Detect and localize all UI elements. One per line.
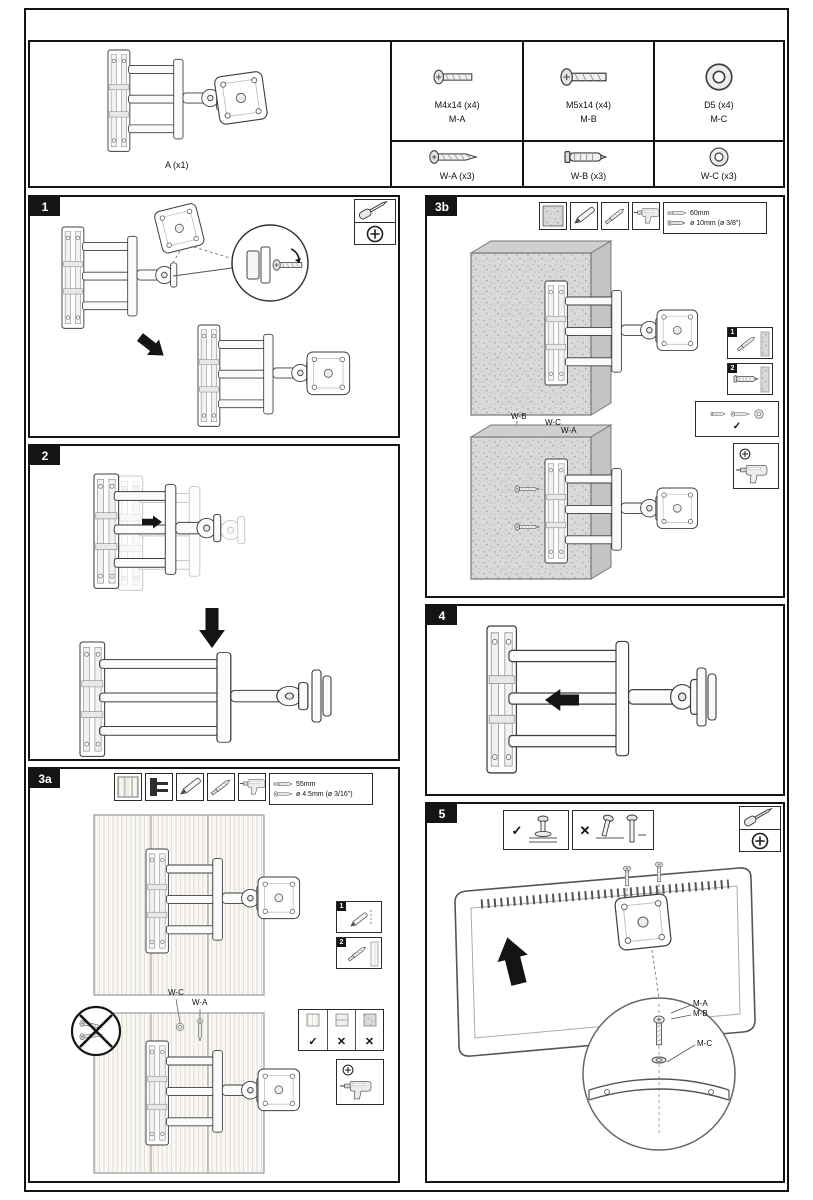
part-a-cell: A (x1) xyxy=(30,42,392,186)
step3b-panel: 3b 60mm ø 10mm (ø 3/8") 1 xyxy=(425,195,785,598)
step5-panel: 5 ✓ ✕ xyxy=(425,802,785,1183)
screwdriver-icon xyxy=(357,200,389,221)
step2-number: 2 xyxy=(30,446,60,465)
step3b-substep-1: 1 xyxy=(727,327,773,359)
step2-panel: 2 xyxy=(28,444,400,761)
step1-number: 1 xyxy=(30,197,60,216)
step1-panel: 1 xyxy=(28,195,400,438)
part-ma-code: M-A xyxy=(448,114,466,124)
check-ok: ✓ xyxy=(308,1036,318,1048)
label-wb: W-B xyxy=(511,412,527,421)
step3a-substep-2: 2 xyxy=(336,937,382,969)
wrong-screw-box: ✕ xyxy=(572,810,654,850)
drill-bit-label: ø 4.5mm (ø 3/16") xyxy=(296,790,353,798)
drill-icon xyxy=(238,773,266,801)
step2-illustration xyxy=(79,473,332,757)
step3a-panel: 3a 55mm ø 4.5mm (ø 3/16") xyxy=(28,767,400,1183)
part-wb-code: W-B (x3) xyxy=(570,171,607,182)
wood-screw-icon xyxy=(429,150,477,164)
screw-m4-icon xyxy=(433,69,473,85)
part-ma-size: M4x14 (x4) xyxy=(434,100,480,111)
concrete-wall-icon xyxy=(539,202,567,230)
drill-bit-icon xyxy=(601,202,629,230)
parts-overview-box: A (x1) M4x14 (x4) M-A M5x14 (x4) M-B xyxy=(28,40,785,188)
label-mc: M-C xyxy=(697,1039,713,1048)
step4-panel: 4 xyxy=(425,604,785,796)
step3a-substep-1: 1 xyxy=(336,901,382,933)
drill-bit-label: ø 10mm (ø 3/8") xyxy=(690,219,741,227)
phillips-head-icon xyxy=(751,832,769,849)
label-wa: W-A xyxy=(561,426,577,435)
step3b-substep-2: 2 xyxy=(727,363,773,395)
ok-mark: ✓ xyxy=(511,822,523,838)
part-mc-size: D5 (x4) xyxy=(704,100,734,111)
wood-studs-icon xyxy=(114,773,142,801)
part-wa-code: W-A (x3) xyxy=(439,171,475,182)
step4-number: 4 xyxy=(427,606,457,625)
mount-assembly-drawing xyxy=(107,49,269,152)
drill-depth-label: 55mm xyxy=(296,780,316,788)
part-cell-wb: W-B (x3) xyxy=(522,140,653,186)
step3a-wall-check-table: ✓ ✕ ✕ xyxy=(298,1009,384,1051)
drill-depth-label: 60mm xyxy=(690,209,710,217)
drill-bit-icon xyxy=(207,773,235,801)
part-mb-size: M5x14 (x4) xyxy=(565,100,611,111)
part-mc-code: M-C xyxy=(710,114,728,124)
pencil-icon xyxy=(570,202,598,230)
bracket-on-wall-icon xyxy=(145,773,173,801)
check-no-1: ✕ xyxy=(336,1036,347,1048)
label-wc: W-C xyxy=(545,418,561,427)
step4-illustration xyxy=(486,625,717,774)
screwdriver-icon xyxy=(742,807,774,828)
part-cell-mc: D5 (x4) M-C xyxy=(652,42,783,140)
step5-tool-box xyxy=(739,806,781,852)
step3a-illustration xyxy=(70,814,301,1174)
step1-tool-box xyxy=(354,199,396,245)
page-border xyxy=(24,8,789,1192)
step3b-anchor-check-box: ✓ xyxy=(695,401,779,437)
label-wa: W-A xyxy=(192,998,208,1007)
step3b-drill-box xyxy=(733,443,779,489)
drill-spec-box: 55mm ø 4.5mm (ø 3/16") xyxy=(269,773,373,805)
washer-d5-icon xyxy=(705,63,733,91)
part-cell-wc: W-C (x3) xyxy=(652,140,783,186)
step3b-number: 3b xyxy=(427,197,457,216)
correct-screw-icon xyxy=(529,815,558,843)
phillips-head-icon xyxy=(366,225,384,242)
wall-anchor-icon xyxy=(564,151,607,164)
part-mb-code: M-B xyxy=(580,114,597,124)
part-a-label: A (x1) xyxy=(165,160,189,170)
step1-illustration xyxy=(61,201,351,427)
correct-screw-box: ✓ xyxy=(503,810,569,850)
part-cell-ma: M4x14 (x4) M-A xyxy=(392,42,522,140)
screw-m5-icon xyxy=(560,68,608,86)
step3a-drill-box xyxy=(336,1059,384,1105)
step3a-number: 3a xyxy=(30,769,60,788)
drill-spec-box: 60mm ø 10mm (ø 3/8") xyxy=(663,202,767,234)
small-washer-icon xyxy=(709,147,729,167)
no-mark: ✕ xyxy=(579,822,591,838)
step5-number: 5 xyxy=(427,804,457,823)
label-wc: W-C xyxy=(168,988,184,997)
check-ok: ✓ xyxy=(732,420,742,432)
step3b-illustration xyxy=(469,240,699,580)
step5-illustration xyxy=(454,861,756,1151)
check-no-2: ✕ xyxy=(364,1036,375,1048)
label-ma: M-A xyxy=(693,999,708,1008)
pencil-icon xyxy=(176,773,204,801)
part-cell-mb: M5x14 (x4) M-B xyxy=(522,42,652,140)
drill-icon xyxy=(632,202,660,230)
part-wc-code: W-C (x3) xyxy=(700,171,737,182)
wrong-screws-icon xyxy=(596,814,647,843)
part-cell-wa: W-A (x3) xyxy=(392,140,523,186)
label-mb: M-B xyxy=(693,1009,708,1018)
